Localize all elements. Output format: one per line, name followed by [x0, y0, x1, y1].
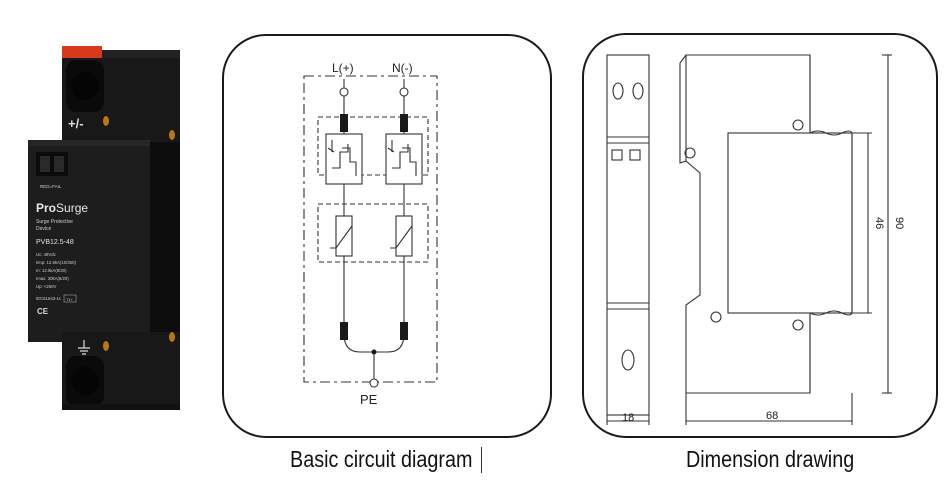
- device-type-line2: Device: [36, 226, 52, 232]
- device-enclosure: [303, 75, 438, 383]
- gdt-left: [325, 133, 363, 185]
- dim-width-front: 18: [622, 412, 634, 424]
- terminal-pe: [369, 378, 379, 388]
- fuse-right-bottom: [400, 322, 408, 340]
- gdt-right: [385, 133, 423, 185]
- dimension-drawing: 18 68 46 90: [606, 54, 905, 425]
- label-pe: PE: [360, 392, 378, 407]
- varistor-right: [395, 215, 413, 257]
- dimension-drawing-panel: 18 68 46 90: [582, 33, 938, 438]
- ground-symbol: [78, 340, 90, 355]
- side-view-outline: [685, 54, 853, 394]
- product-photo: +/- RED=FAIL ProSurge Surge Protective D…: [28, 46, 180, 410]
- brand-logo: ProSurge: [36, 201, 88, 215]
- varistor-module: [317, 203, 429, 263]
- red-cap: [62, 46, 102, 58]
- dim-height-total: 90: [893, 217, 905, 229]
- dim-height-inner: 46: [873, 217, 885, 229]
- text-cursor: [481, 447, 482, 473]
- top-module: +/-: [62, 46, 180, 142]
- dimension-caption: Dimension drawing: [686, 446, 855, 472]
- circuit-caption: Basic circuit diagram: [290, 446, 473, 472]
- spec-line-1: Uc: 48Vdc: [36, 252, 57, 257]
- spec-line-5: Up: <250V: [36, 284, 57, 289]
- circuit-diagram-panel: L(+) N(-) PE: [222, 34, 552, 438]
- terminal-l: [339, 87, 349, 97]
- junction-node: [371, 349, 377, 355]
- standard-label: IEC61643-11: [36, 296, 62, 301]
- fuse-left-bottom: [340, 322, 348, 340]
- class-badge: T1+: [66, 297, 74, 302]
- ce-mark: CE: [37, 307, 49, 316]
- spec-line-3: In: 12.5kA(8/20): [36, 268, 67, 273]
- circuit-diagram: L(+) N(-) PE: [303, 61, 438, 407]
- device-type-line1: Surge Protective: [36, 219, 73, 225]
- dim-depth-side: 68: [766, 410, 778, 422]
- bottom-module: [62, 332, 180, 410]
- label-l: L(+): [332, 61, 354, 75]
- front-view: [606, 54, 650, 416]
- spec-line-2: Iimp: 12.5kA(10/350): [36, 260, 76, 265]
- terminal-n: [399, 87, 409, 97]
- label-n: N(-): [392, 61, 413, 75]
- red-fail-label: RED=FAIL: [40, 184, 62, 189]
- varistor-left: [335, 215, 353, 257]
- terminal-contact: [103, 116, 109, 126]
- fuse-left-top: [340, 114, 348, 132]
- spec-line-4: Imax: 30kA(8/20): [36, 276, 69, 281]
- spark-gap-module: [317, 116, 429, 176]
- front-plate: RED=FAIL ProSurge Surge Protective Devic…: [28, 140, 150, 342]
- fuse-right-top: [400, 114, 408, 132]
- model-number: PVB12.5-48: [36, 239, 74, 246]
- top-terminal-label: +/-: [68, 116, 84, 131]
